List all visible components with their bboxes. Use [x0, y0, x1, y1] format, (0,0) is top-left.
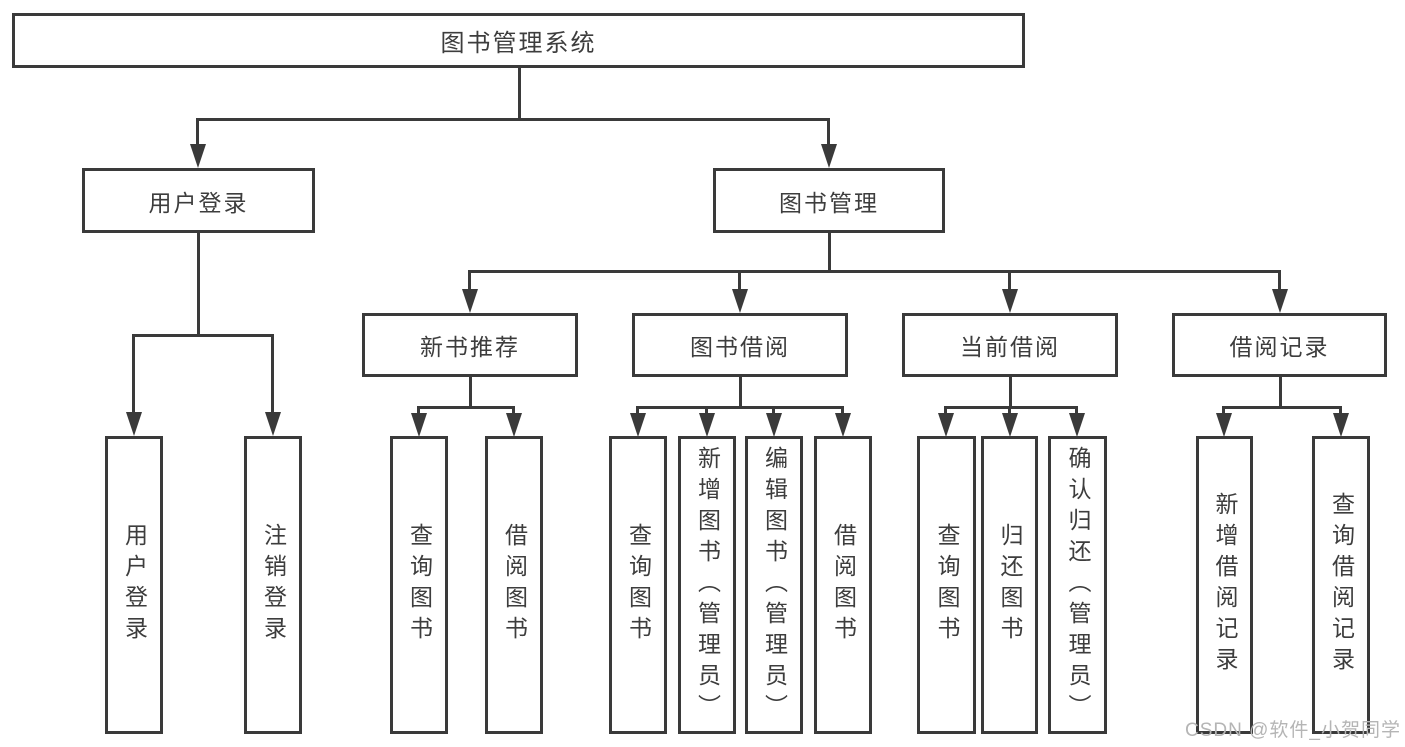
- arrow-down-icon: [732, 270, 748, 313]
- connector-borrow-records-stem: [1279, 377, 1282, 409]
- node-label: 图书管理系统: [440, 30, 597, 57]
- node-new-book-recommend: 新书推荐: [362, 313, 578, 377]
- arrow-down-icon: [835, 406, 851, 437]
- arrow-down-icon: [1333, 406, 1349, 437]
- node-label: 用户登录: [121, 523, 148, 647]
- arrow-down-icon: [938, 406, 954, 437]
- arrow-down-icon: [462, 270, 478, 313]
- connector-level2-rail: [197, 118, 830, 121]
- leaf-br-query-record: 查询借阅记录: [1312, 436, 1370, 734]
- arrow-down-icon: [1002, 270, 1018, 313]
- node-current-borrow: 当前借阅: [902, 313, 1118, 377]
- connector-user-login-stem: [197, 233, 200, 337]
- connector-current-borrow-stem: [1009, 377, 1012, 409]
- leaf-user-login: 用户登录: [105, 436, 163, 734]
- connector-new-book-rail: [418, 406, 515, 409]
- leaf-bb-query-books: 查询图书: [609, 436, 667, 734]
- connector-current-borrow-rail: [945, 406, 1078, 409]
- node-label: 图书管理: [779, 189, 879, 216]
- node-label: 查询图书: [625, 523, 652, 647]
- leaf-logout: 注销登录: [244, 436, 302, 734]
- leaf-nbr-query-books: 查询图书: [390, 436, 448, 734]
- node-book-management: 图书管理: [713, 168, 945, 233]
- node-root: 图书管理系统: [12, 13, 1025, 68]
- node-book-borrow: 图书借阅: [632, 313, 848, 377]
- arrow-down-icon: [1002, 406, 1018, 437]
- arrow-down-icon: [766, 406, 782, 437]
- leaf-bb-edit-books-admin: 编辑图书（管理员）: [745, 436, 803, 734]
- node-label: 新增借阅记录: [1212, 492, 1238, 678]
- node-label: 借阅图书: [501, 523, 528, 647]
- arrow-down-icon: [411, 406, 427, 437]
- node-label: 新书推荐: [420, 334, 520, 360]
- node-label: 当前借阅: [960, 334, 1060, 360]
- node-label: 查询图书: [406, 523, 433, 647]
- node-label: 查询图书: [934, 523, 960, 647]
- connector-book-management-stem: [828, 233, 831, 273]
- leaf-br-add-record: 新增借阅记录: [1196, 436, 1253, 734]
- node-user-login: 用户登录: [82, 168, 315, 233]
- node-label: 借阅记录: [1229, 334, 1330, 360]
- node-label: 确认归还（管理员）: [1065, 445, 1091, 725]
- watermark: CSDN @软件_小贺同学: [1185, 720, 1401, 741]
- node-label: 注销登录: [260, 523, 287, 647]
- arrow-down-icon: [1272, 270, 1288, 313]
- leaf-cb-return-books: 归还图书: [981, 436, 1038, 734]
- node-borrow-records: 借阅记录: [1172, 313, 1387, 377]
- connector-user-login-rail: [133, 334, 274, 337]
- arrow-down-icon: [699, 406, 715, 437]
- arrow-down-icon: [1069, 406, 1085, 437]
- leaf-nbr-borrow-books: 借阅图书: [485, 436, 543, 734]
- arrow-down-icon: [821, 118, 837, 168]
- connector-root-stem: [518, 68, 521, 121]
- node-label: 借阅图书: [830, 523, 857, 647]
- arrow-down-icon: [190, 118, 206, 168]
- connector-book-borrow-rail: [637, 406, 844, 409]
- node-label: 编辑图书（管理员）: [761, 445, 788, 725]
- node-label: 查询借阅记录: [1328, 492, 1355, 678]
- leaf-bb-borrow-books: 借阅图书: [814, 436, 872, 734]
- arrow-down-icon: [265, 334, 281, 436]
- node-label: 用户登录: [148, 189, 249, 216]
- connector-level3-rail: [469, 270, 1281, 273]
- leaf-cb-confirm-return-admin: 确认归还（管理员）: [1048, 436, 1107, 734]
- connector-book-borrow-stem: [739, 377, 742, 409]
- node-label: 图书借阅: [690, 334, 790, 360]
- node-label: 归还图书: [997, 523, 1023, 647]
- arrow-down-icon: [126, 334, 142, 436]
- leaf-cb-query-books: 查询图书: [917, 436, 976, 734]
- leaf-bb-add-books-admin: 新增图书（管理员）: [678, 436, 736, 734]
- arrow-down-icon: [506, 406, 522, 437]
- arrow-down-icon: [630, 406, 646, 437]
- connector-new-book-stem: [469, 377, 472, 409]
- node-label: 新增图书（管理员）: [694, 445, 721, 725]
- connector-borrow-records-rail: [1223, 406, 1342, 409]
- arrow-down-icon: [1216, 406, 1232, 437]
